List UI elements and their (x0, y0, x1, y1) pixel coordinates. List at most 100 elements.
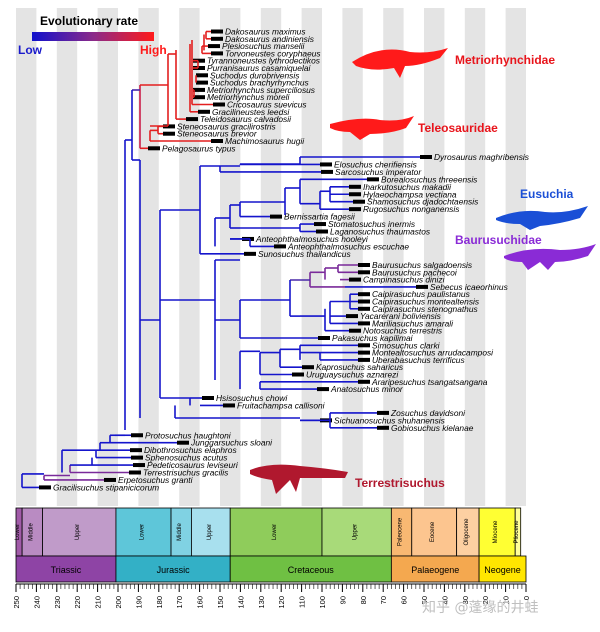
taxon-label: Metriorhynchus superciliosus (207, 85, 316, 95)
taxon-label: Steneosaurus gracilirostris (177, 121, 276, 131)
taxon-label: Laganosuchus thaumastos (330, 227, 431, 237)
epoch-label: Upper (353, 524, 359, 540)
tick-label: 210 (94, 596, 103, 609)
tick-label: 180 (155, 596, 164, 609)
terrestrisuchus-silhouette (250, 464, 348, 494)
time-band (464, 8, 486, 506)
range-bar (196, 73, 208, 78)
taxon-label: Caipirasuchus stenognathus (372, 304, 478, 314)
taxon-label: Caipirasuchus montealtensis (372, 297, 480, 307)
range-bar (131, 433, 143, 438)
range-bar (349, 184, 361, 189)
taxon-label: Anteophthalmosuchus escuchae (287, 241, 409, 251)
period-box (390, 555, 480, 583)
epoch-box (115, 507, 172, 557)
range-bar (317, 387, 329, 392)
range-bar (358, 270, 370, 275)
taxon-label: Pakasuchus kapilimai (332, 333, 414, 343)
range-bar (367, 177, 379, 182)
taxon-label: Hylaeochampsa vectiana (363, 189, 457, 199)
range-bar (377, 425, 389, 430)
taxon-label: Junggarsuchus sloani (190, 438, 273, 448)
taxon-label: Elosuchus cherifiensis (334, 159, 418, 169)
taxon-label: Iharkutosuchus makadii (363, 182, 452, 192)
tick-label: 90 (338, 596, 347, 604)
range-bar (349, 277, 361, 282)
taxon-label: Simosuchus clarki (372, 340, 441, 350)
taxon-label: Dibothrosuchus elaphros (144, 445, 237, 455)
legend-high-label: High (140, 43, 167, 57)
range-bar (130, 448, 142, 453)
range-bar (358, 379, 370, 384)
taxon-label: Dakosaurus maximus (225, 27, 306, 37)
range-bar (358, 263, 370, 267)
taxon-label: Steneosaurus brevior (177, 129, 258, 139)
range-bar (358, 357, 370, 362)
epoch-box (229, 507, 323, 557)
range-bar (211, 36, 223, 41)
tick-label: 240 (32, 596, 41, 609)
epoch-label: Miocene (493, 520, 499, 543)
tick-label: 230 (53, 596, 62, 609)
taxon-label: Kaprosuchus saharicus (316, 362, 404, 372)
tick-label: 190 (134, 596, 143, 609)
rate-gradient-bar (32, 32, 154, 41)
taxon-label: Rugosuchus nonganensis (363, 204, 460, 214)
range-bar (349, 192, 361, 197)
time-band (220, 8, 241, 506)
period-box (229, 555, 392, 583)
epoch-label: Upper (75, 524, 81, 540)
range-bar (211, 29, 223, 34)
period-box (478, 555, 527, 583)
tick-label: 170 (175, 596, 184, 609)
taxon-label: Stomatosuchus inermis (328, 219, 416, 229)
teleosaurid-silhouette (330, 116, 414, 140)
range-bar (358, 306, 370, 311)
range-bar (318, 336, 330, 340)
taxon-label: Hsisosuchus chowi (216, 393, 288, 403)
epoch-label: Lower (272, 524, 278, 540)
range-bar (223, 403, 235, 408)
time-band (56, 8, 78, 506)
tick-label: 140 (236, 596, 245, 609)
epoch-label: Paleocene (398, 517, 404, 546)
taxon-label: Shamosuchus djadochtaensis (367, 197, 479, 207)
range-bar (316, 229, 328, 234)
range-bar (270, 214, 282, 219)
taxon-label: Campinasuchus dinizi (363, 275, 446, 285)
taxon-label: Gobiosuchus kielanae (391, 423, 474, 433)
range-bar (133, 463, 145, 468)
period-label: Jurassic (157, 565, 191, 575)
period-box (115, 555, 231, 583)
eusuchian-silhouette (496, 206, 588, 230)
tick-label: 70 (379, 596, 388, 604)
range-bar (163, 124, 175, 129)
epoch-label: Lower (140, 524, 146, 540)
tick-label: 110 (298, 596, 307, 608)
range-bar (358, 350, 370, 355)
taxon-label: Baurusuchus pachecoi (372, 267, 458, 277)
taxon-label: Sarcosuchus imperator (335, 167, 422, 177)
range-bar (314, 222, 326, 227)
tick-label: 100 (318, 596, 327, 609)
range-bar (211, 51, 223, 56)
time-band (179, 8, 200, 506)
tick-label: 30 (461, 596, 470, 604)
range-bar (104, 477, 116, 482)
range-bar (39, 485, 51, 490)
epoch-label: Middle (177, 523, 183, 541)
taxon-label: Machimosaurus hugii (225, 136, 305, 146)
taxon-label: Pelagosaurus typus (162, 143, 236, 153)
range-bar (349, 328, 361, 333)
tick-label: 0 (522, 596, 531, 600)
taxon-label: Gracilisuchus stipanicicorum (53, 482, 159, 492)
range-bar (346, 314, 358, 319)
taxon-label: Sichuanosuchus shuhanensis (334, 415, 446, 425)
range-bar (193, 95, 205, 100)
range-bar (208, 44, 220, 49)
epoch-label: Eocene (430, 521, 436, 542)
taxon-label: Borealosuchus threeensis (381, 174, 478, 184)
range-bar (186, 117, 198, 122)
